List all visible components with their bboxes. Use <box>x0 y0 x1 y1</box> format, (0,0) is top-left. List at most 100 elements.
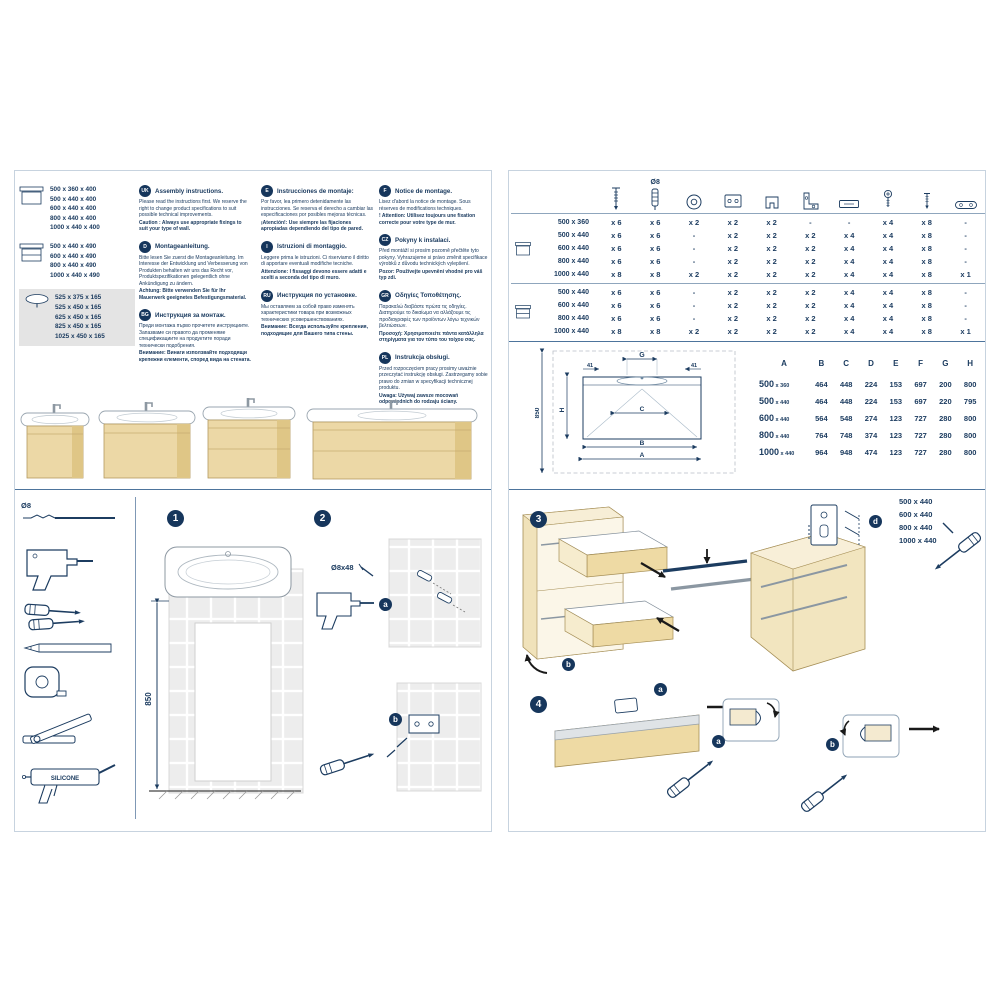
dims-value: 123 <box>889 431 903 440</box>
hardware-qty: x 6 <box>649 301 661 310</box>
dims-size: 500 x 360 <box>759 374 809 392</box>
hardware-qty: x 2 <box>805 314 816 323</box>
dims-size-suffix: x 440 <box>779 451 795 457</box>
power-drill-icon <box>316 592 374 630</box>
dims-size: 600 x 440 <box>759 408 809 426</box>
step-2-badge: 2 <box>314 510 331 527</box>
dims-size-suffix: x 440 <box>774 434 790 440</box>
hardware-qty: x 8 <box>921 314 932 323</box>
dims-size-suffix: x 440 <box>774 417 790 423</box>
screwdriver-icon <box>665 755 718 800</box>
hardware-qty: x 8 <box>921 231 932 240</box>
dim-label-850: 850 <box>535 407 541 418</box>
hardware-qty: x 2 <box>805 231 816 240</box>
step4-diagram <box>554 697 940 814</box>
hardware-qty: - <box>692 244 696 253</box>
hardware-size-label: 500 x 440 <box>557 289 589 296</box>
size-spec: 600 x 440 x 400 <box>50 205 97 213</box>
hardware-qty: x 2 <box>766 288 777 297</box>
language-title: Οδηγίες Τοποθέτησης. <box>395 292 462 299</box>
hardware-qty: x 6 <box>611 314 622 323</box>
required-tools-list: Ø8 <box>21 501 129 807</box>
vanity-illustration-two-drawer <box>202 398 296 479</box>
language-title: Notice de montage. <box>395 187 453 195</box>
language-title: Инструкция за монтаж. <box>155 311 226 319</box>
hardware-qty: x 8 <box>921 288 932 297</box>
dims-value: 374 <box>864 431 878 440</box>
hardware-size-label: 1000 x 440 <box>553 271 589 278</box>
step-3-badge: 3 <box>530 511 547 528</box>
language-badge: E <box>261 185 273 197</box>
hardware-qty: x 2 <box>766 244 777 253</box>
tools-divider <box>135 497 136 819</box>
language-badge: CZ <box>379 234 391 246</box>
hardware-qty: - <box>964 218 967 227</box>
hardware-qty: x 4 <box>882 270 894 279</box>
hardware-qty: x 8 <box>921 218 932 227</box>
drill-bit-icon <box>23 514 115 519</box>
angle-bracket-icon <box>803 192 819 210</box>
size-spec: 625 x 450 x 165 <box>55 313 102 321</box>
language-note: Внимание: Всегда используйте крепления, … <box>261 324 368 337</box>
dims-value: 280 <box>939 414 952 423</box>
hardware-qty: x 2 <box>727 257 738 266</box>
dims-value: 697 <box>914 397 927 406</box>
size-spec: 500 x 440 x 400 <box>50 195 97 203</box>
hardware-qty: x 8 <box>921 244 932 253</box>
step-2a-badge: a <box>379 598 392 611</box>
hardware-qty: x 2 <box>727 327 738 336</box>
hardware-qty: - <box>847 218 851 227</box>
language-badge: F <box>379 185 391 197</box>
hardware-qty: x 2 <box>727 301 738 310</box>
open-cabinet-icon <box>515 241 531 255</box>
hardware-qty: x 2 <box>805 244 816 253</box>
screwdriver-icon <box>930 530 983 575</box>
hardware-qty: - <box>692 314 696 323</box>
dim-label-h: H <box>559 407 566 412</box>
dim-label-g: G <box>639 352 645 359</box>
tape-measure-icon <box>24 666 67 698</box>
language-title: Istruzioni di montaggio. <box>277 243 347 250</box>
dims-size-main: 500 <box>759 379 775 389</box>
dims-size-main: 800 <box>759 430 775 440</box>
language-note: Caution : Always use appropriate fixings… <box>139 219 242 233</box>
hardware-qty: x 2 <box>688 327 700 336</box>
hardware-size-label: 1000 x 440 <box>553 328 589 335</box>
size-spec: 1025 x 450 x 165 <box>55 332 105 340</box>
pan-screw-icon <box>883 189 893 207</box>
dims-value: 727 <box>914 414 927 423</box>
size-spec: 525 x 375 x 165 <box>55 294 102 302</box>
tap-icon <box>389 400 398 409</box>
hardware-qty: x 4 <box>882 257 894 266</box>
dims-header: E <box>893 359 899 368</box>
hardware-qty: x 6 <box>649 231 661 240</box>
hardware-qty: - <box>809 218 812 227</box>
language-body: Por favor, lea primero detenidamente las… <box>261 199 373 218</box>
hardware-qty: x 6 <box>611 244 622 253</box>
hardware-qty: - <box>692 257 696 266</box>
hardware-qty: x 4 <box>843 244 855 253</box>
step-3b-badge: b <box>562 658 575 671</box>
language-note: Pozor: Používejte upevnění vhodné pro vá… <box>379 268 483 282</box>
section-divider <box>15 489 491 490</box>
dims-header: A <box>781 359 787 368</box>
hardware-qty: x 2 <box>805 270 816 279</box>
hardware-qty: - <box>692 288 696 297</box>
language-header: F Notice de montage. <box>379 185 491 197</box>
step3-size: 1000 x 440 <box>899 536 937 546</box>
dims-value: 274 <box>864 414 878 423</box>
technical-drawing: 850 G 41 41 C B A H <box>535 348 736 474</box>
